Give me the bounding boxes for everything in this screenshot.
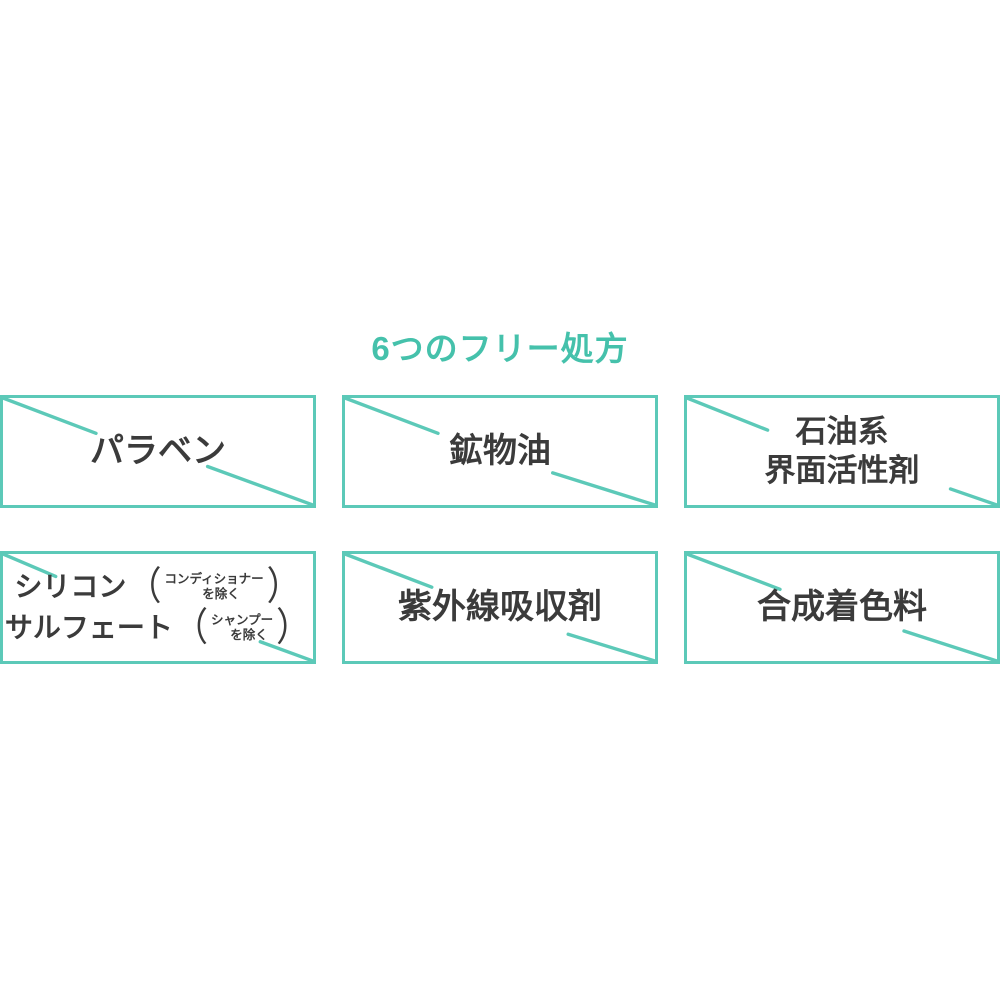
free-item-label: 合成着色料 xyxy=(757,587,927,626)
free-item-label: 紫外線吸収剤 xyxy=(398,587,602,626)
paren-open: （ xyxy=(127,565,162,609)
free-item-box-petroleum-surfactant: 石油系 界面活性剤 xyxy=(684,395,1000,508)
exception-suffix: を除く xyxy=(230,628,268,642)
paren-open: （ xyxy=(173,606,208,650)
exception-target: シャンプー xyxy=(210,613,274,627)
free-item-label-line2: 界面活性剤 xyxy=(764,452,920,488)
paren-close: ） xyxy=(266,565,301,609)
free-item-box-mineral-oil: 鉱物油 xyxy=(342,395,658,508)
sulfate-exception-note: シャンプー を除く xyxy=(209,613,275,643)
free-item-label: シリコン （ コンディショナー を除く ） サルフェート （ シャンプー xyxy=(4,565,311,650)
exception-target: コンディショナー xyxy=(164,572,264,586)
paren-close: ） xyxy=(276,606,311,650)
free-item-label: パラベン xyxy=(90,431,226,470)
free-item-box-synthetic-colorant: 合成着色料 xyxy=(684,551,1000,664)
free-item-label: 石油系 界面活性剤 xyxy=(765,413,920,491)
page-title: 6つのフリー処方 xyxy=(371,330,629,367)
silicone-main-text: シリコン xyxy=(14,571,127,602)
silicone-exception-note: コンディショナー を除く xyxy=(162,572,265,602)
free-item-box-silicone-sulfate: シリコン （ コンディショナー を除く ） サルフェート （ シャンプー xyxy=(0,551,316,664)
free-item-label-line1: 石油系 xyxy=(795,413,889,449)
sulfate-row: サルフェート （ シャンプー を除く ） xyxy=(4,606,311,650)
silicone-row: シリコン （ コンディショナー を除く ） xyxy=(5,565,311,609)
free-item-box-uv-absorber: 紫外線吸収剤 xyxy=(342,551,658,664)
sulfate-main-text: サルフェート xyxy=(4,612,173,643)
free-item-box-paraben: パラベン xyxy=(0,395,316,508)
free-items-grid: パラベン 鉱物油 石油系 界面活性剤 xyxy=(0,395,1000,664)
free-formulation-section: 6つのフリー処方 パラベン 鉱物油 xyxy=(0,331,1000,664)
exception-suffix: を除く xyxy=(202,587,240,601)
free-item-label: 鉱物油 xyxy=(449,431,551,470)
